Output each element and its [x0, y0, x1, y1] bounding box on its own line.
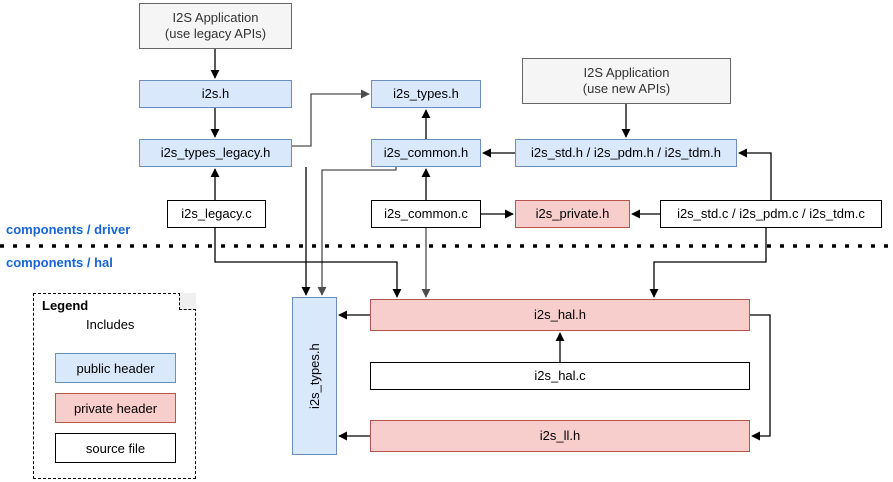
legend-swatch-source-file: source file [55, 433, 176, 463]
edge-types-legacy-to-types [292, 89, 370, 147]
node-i2s-common-c[interactable]: i2s_common.c [371, 200, 481, 228]
edge-common-h-to-types-vert [317, 167, 397, 296]
node-i2s-hal-c[interactable]: i2s_hal.c [370, 362, 750, 390]
legend-box: Legend Includes public header private he… [33, 293, 196, 479]
node-i2s-std-pdm-tdm-c[interactable]: i2s_std.c / i2s_pdm.c / i2s_tdm.c [660, 200, 882, 228]
band-label-components-hal: components / hal [6, 255, 113, 270]
node-label-line1: I2S Application [172, 9, 259, 25]
node-i2s-types-legacy-h[interactable]: i2s_types_legacy.h [139, 139, 292, 167]
band-label-components-driver: components / driver [6, 222, 131, 237]
edge-legacy-c-to-hal-h [214, 228, 402, 298]
node-label: I2S Application (use legacy APIs) [165, 10, 266, 43]
edge-std-c-to-std-h [738, 148, 772, 200]
node-i2s-types-h-vertical[interactable]: i2s_types.h [292, 297, 337, 455]
node-label-line2: (use legacy APIs) [164, 26, 267, 41]
legend-includes-label: Includes [86, 317, 135, 332]
node-app-new[interactable]: I2S Application (use new APIs) [522, 58, 731, 104]
node-i2s-h[interactable]: i2s.h [139, 80, 292, 108]
legend-fold-corner [179, 293, 196, 310]
legend-title: Legend [42, 298, 89, 313]
node-i2s-common-h[interactable]: i2s_common.h [371, 139, 481, 167]
node-i2s-std-pdm-tdm-h[interactable]: i2s_std.h / i2s_pdm.h / i2s_tdm.h [515, 139, 737, 167]
node-i2s-legacy-c[interactable]: i2s_legacy.c [167, 200, 266, 228]
node-app-legacy[interactable]: I2S Application (use legacy APIs) [139, 3, 292, 49]
node-label-line1: I2S Application [583, 64, 670, 80]
node-i2s-ll-h[interactable]: i2s_ll.h [370, 420, 750, 452]
edge-hal-h-to-ll-h [750, 314, 771, 441]
node-i2s-types-h-top[interactable]: i2s_types.h [371, 80, 481, 108]
node-label: I2S Application (use new APIs) [583, 65, 670, 98]
legend-swatch-public-header: public header [55, 353, 176, 383]
edge-std-c-to-hal-h [649, 228, 767, 298]
node-i2s-hal-h[interactable]: i2s_hal.h [370, 299, 750, 331]
legend-swatch-private-header: private header [55, 393, 176, 423]
node-label: i2s_types.h [306, 343, 322, 409]
node-label-line2: (use new APIs) [582, 81, 671, 96]
node-i2s-private-h[interactable]: i2s_private.h [515, 200, 630, 228]
